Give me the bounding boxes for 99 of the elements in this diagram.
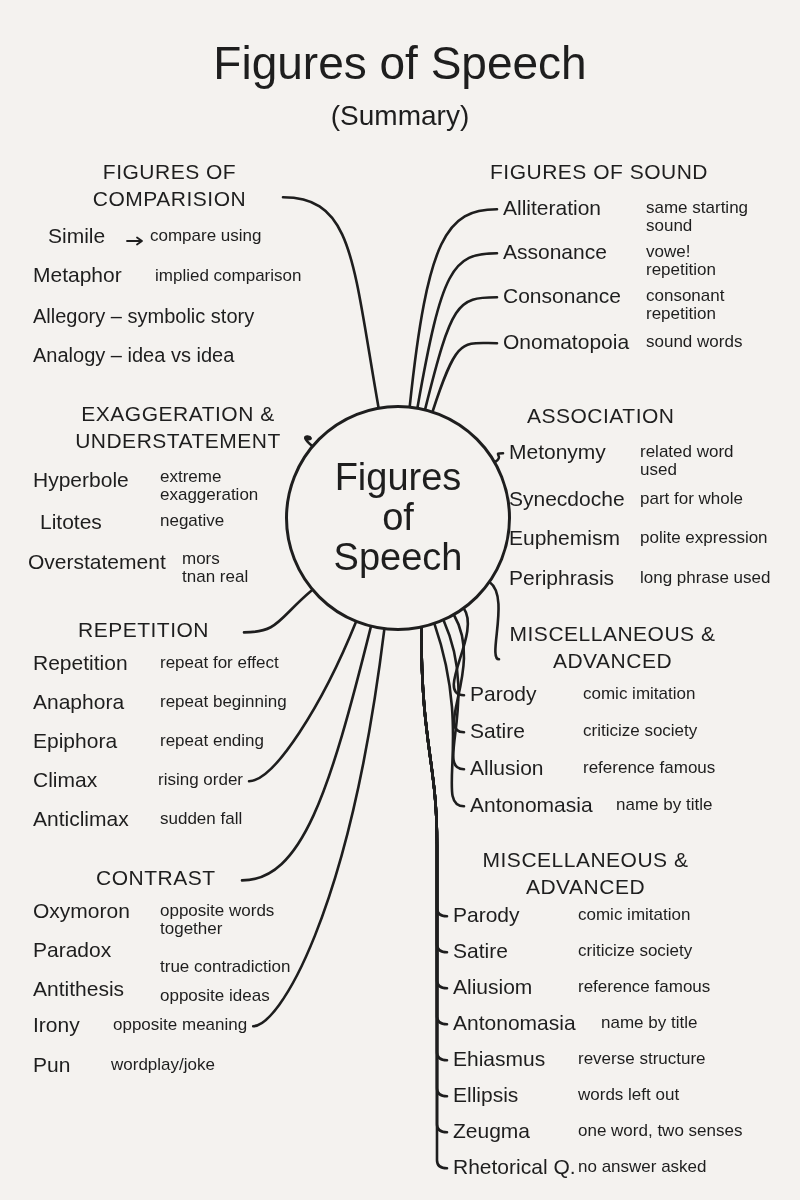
- connector-line: [488, 580, 501, 661]
- connector-line: [240, 625, 373, 882]
- term-entry: Allegory – symbolic story: [33, 305, 255, 328]
- category-heading: FIGURES OF COMPARISION: [62, 158, 277, 213]
- term: Metonymy: [509, 440, 607, 464]
- subtitle: (Summary): [329, 100, 471, 132]
- connector-line: [452, 607, 470, 697]
- term: Overstatement: [28, 550, 166, 574]
- term: Antithesis: [33, 977, 125, 1001]
- connector-line: [303, 435, 314, 448]
- term: Satire: [470, 719, 526, 743]
- term: Anticlimax: [33, 807, 129, 831]
- term: Allusion: [470, 756, 545, 780]
- category-heading: CONTRAST: [96, 864, 236, 892]
- category-heading: ASSOCIATION: [527, 403, 675, 429]
- term: Climax: [33, 768, 99, 792]
- term: Ehiasmus: [453, 1047, 547, 1071]
- term: Simile: [48, 224, 106, 248]
- term-definition: opposite words together: [160, 902, 276, 938]
- term-definition: compare using: [150, 227, 262, 245]
- term: Alliteration: [503, 196, 603, 220]
- term: Synecdoche: [509, 487, 625, 511]
- term: Parody: [453, 903, 521, 927]
- term-definition: opposite ideas: [160, 987, 270, 1005]
- term-definition: long phrase used: [640, 569, 771, 587]
- term-definition: polite expression: [640, 529, 768, 547]
- connector-line: [247, 620, 358, 783]
- term-definition: implied comparison: [155, 267, 302, 285]
- term-definition: rising order: [158, 769, 244, 789]
- term: Antonomasia: [470, 793, 594, 817]
- term: Oxymoron: [33, 899, 130, 923]
- term: Hyperbole: [33, 468, 129, 492]
- connector-line: [423, 295, 499, 411]
- connector-line: [242, 588, 314, 634]
- term: Zeugma: [453, 1119, 532, 1143]
- connector-line: [431, 341, 499, 413]
- term: Parody: [470, 682, 538, 706]
- term-definition: one word, two senses: [578, 1120, 743, 1140]
- term-definition: repeat for effect: [160, 654, 279, 672]
- term-definition: opposite meaning: [113, 1014, 248, 1034]
- connector-line: [408, 207, 499, 408]
- term-entry: Analogy – idea vs idea: [33, 344, 235, 367]
- category-heading: REPETITION: [78, 616, 238, 644]
- category-heading: MISCELLANEOUS & ADVANCED: [481, 847, 690, 901]
- term-definition: sudden fall: [160, 810, 243, 828]
- term-definition: part for whole: [640, 490, 743, 508]
- connector-line: [493, 451, 505, 464]
- central-circle: [285, 405, 511, 631]
- term-definition: true contradiction: [160, 958, 291, 976]
- term-definition: vowe! repetition: [646, 241, 717, 279]
- term: Antonomasia: [453, 1011, 577, 1035]
- term: Rhetorical Q.: [453, 1155, 577, 1179]
- term: Ellipsis: [453, 1083, 520, 1107]
- term-definition: comic imitation: [578, 904, 691, 924]
- term-definition: same starting sound: [646, 197, 750, 235]
- term: Repetition: [33, 651, 128, 675]
- term-definition: words left out: [578, 1084, 680, 1104]
- term: Anaphora: [33, 690, 125, 714]
- term-definition: name by title: [616, 794, 713, 814]
- category-heading: FIGURES OF SOUND: [490, 159, 708, 185]
- term-definition: reference famous: [583, 757, 716, 777]
- term: Metaphor: [33, 263, 122, 287]
- term-definition: reverse structure: [578, 1048, 706, 1068]
- term-definition: mors tnan real: [182, 550, 250, 586]
- term-definition: repeat ending: [160, 732, 264, 750]
- term: Euphemism: [509, 526, 620, 550]
- term: Onomatopoia: [503, 330, 631, 354]
- term-definition: reference famous: [578, 976, 711, 996]
- term-definition: criticize society: [578, 940, 693, 960]
- term: Irony: [33, 1013, 81, 1037]
- category-heading: MISCELLANEOUS & ADVANCED: [505, 620, 720, 675]
- term-definition: consonant repetition: [646, 285, 726, 323]
- term-definition: extreme exaggeration: [160, 468, 260, 504]
- term: Assonance: [503, 240, 608, 264]
- diagram-title: Figures of Speech: [212, 36, 588, 90]
- term: Pun: [33, 1053, 71, 1077]
- term-definition: repeat beginning: [160, 693, 287, 711]
- connector-line: [416, 251, 499, 409]
- term-definition: no answer asked: [578, 1156, 707, 1176]
- connector-line: [442, 619, 466, 771]
- term: Litotes: [40, 510, 102, 534]
- term-definition: negative: [160, 512, 225, 530]
- term: Consonance: [503, 284, 622, 308]
- term-definition: comic imitation: [583, 683, 696, 703]
- term: Aliusiom: [453, 975, 534, 999]
- connector-line: [251, 627, 386, 1028]
- term-definition: name by title: [601, 1012, 698, 1032]
- connector-line: [281, 196, 380, 409]
- term-definition: sound words: [646, 331, 743, 351]
- term: Epiphora: [33, 729, 118, 753]
- connector-line: [452, 613, 466, 734]
- term: Paradox: [33, 938, 112, 962]
- term-definition: related word used: [640, 441, 735, 479]
- term-definition: criticize society: [583, 720, 698, 740]
- circle-title: Figures of Speech: [332, 458, 464, 578]
- term: Satire: [453, 939, 509, 963]
- category-heading: EXAGGERATION & UNDERSTATEMENT: [56, 400, 300, 455]
- term: Periphrasis: [509, 566, 615, 590]
- term-definition: wordplay/joke: [111, 1056, 215, 1074]
